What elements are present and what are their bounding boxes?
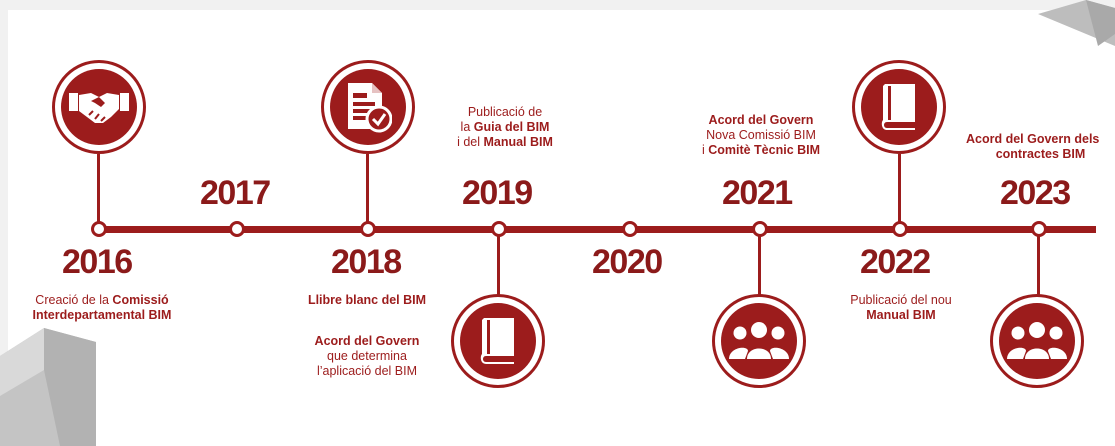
node-2023	[1031, 221, 1047, 237]
description-2022-line1: Publicació del nou	[850, 293, 952, 307]
description-2018-agreement: Acord del Govern que determina l’aplicac…	[289, 334, 445, 379]
description-2018-line2: que determina	[327, 349, 407, 363]
year-label-2016: 2016	[62, 243, 133, 281]
stem-2021	[758, 232, 761, 304]
year-label-2021: 2021	[722, 174, 793, 212]
node-2021	[752, 221, 768, 237]
stem-2018	[366, 154, 369, 228]
description-2021-line3: i	[701, 143, 709, 157]
description-2023-line1: Acord del Govern dels	[966, 132, 1100, 146]
node-2020	[622, 221, 638, 237]
timeline-axis	[96, 226, 1096, 233]
description-2016-text: Creació de la	[35, 293, 113, 307]
description-2019-line2-bold: Guia del BIM	[473, 120, 550, 134]
year-label-2023: 2023	[1000, 174, 1071, 212]
description-2018-title: Llibre blanc del BIM	[307, 293, 427, 307]
milestone-circle-2016	[52, 60, 146, 154]
description-2021-line2: Nova Comissió BIM	[706, 128, 816, 142]
node-2018	[360, 221, 376, 237]
year-label-2020: 2020	[592, 243, 663, 281]
node-2017	[229, 221, 245, 237]
node-2019	[491, 221, 507, 237]
stem-2022	[898, 154, 901, 228]
milestone-circle-2023	[990, 294, 1084, 388]
node-2016	[91, 221, 107, 237]
handshake-icon	[61, 69, 137, 145]
description-2018-agreement-title: Acord del Govern	[314, 334, 420, 348]
description-2021: Acord del Govern Nova Comissió BIM i Com…	[686, 113, 836, 158]
description-2019-line3: i del	[457, 135, 484, 149]
year-label-2019: 2019	[462, 174, 533, 212]
description-2016-bold: Comissió	[112, 293, 169, 307]
group-icon	[721, 303, 797, 379]
stem-2023	[1037, 232, 1040, 304]
description-2023: Acord del Govern dels contractes BIM	[966, 132, 1115, 162]
description-2021-line1: Acord del Govern	[708, 113, 814, 127]
description-2019-line3-bold: Manual BIM	[483, 135, 553, 149]
description-2019: Publicació de la Guia del BIM i del Manu…	[430, 105, 580, 150]
decorative-corner-block	[0, 328, 96, 446]
description-2018-line3: l’aplicació del BIM	[316, 364, 418, 378]
milestone-circle-2022	[852, 60, 946, 154]
stem-2016	[97, 154, 100, 228]
book-icon	[861, 69, 937, 145]
description-2022: Publicació del nou Manual BIM	[826, 293, 976, 323]
decorative-corner-shape	[1038, 0, 1115, 46]
description-2019-line2: la	[460, 120, 474, 134]
stem-2019	[497, 232, 500, 304]
document-check-icon	[330, 69, 406, 145]
description-2023-line2: contractes BIM	[995, 147, 1086, 161]
node-2022	[892, 221, 908, 237]
year-label-2017: 2017	[200, 174, 271, 212]
description-2018: Llibre blanc del BIM	[289, 293, 445, 308]
milestone-circle-2019	[451, 294, 545, 388]
group-icon	[999, 303, 1075, 379]
description-2016-bold-2: Interdepartamental BIM	[32, 308, 172, 322]
year-label-2018: 2018	[331, 243, 402, 281]
description-2022-line2: Manual BIM	[866, 308, 936, 322]
book-icon	[460, 303, 536, 379]
milestone-circle-2018	[321, 60, 415, 154]
description-2021-line3-bold: Comitè Tècnic BIM	[708, 143, 821, 157]
description-2019-line1: Publicació de	[467, 105, 543, 119]
milestone-circle-2021	[712, 294, 806, 388]
description-2016: Creació de la Comissió Interdepartamenta…	[22, 293, 182, 323]
year-label-2022: 2022	[860, 243, 931, 281]
